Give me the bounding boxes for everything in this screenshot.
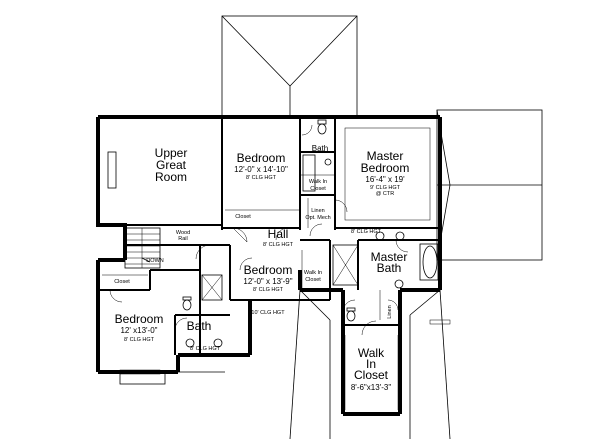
linen-label: Linen bbox=[311, 208, 324, 214]
walk-in-closet-label: Walk bbox=[358, 346, 385, 360]
closet-left-label: Closet bbox=[114, 279, 130, 285]
down-label: DOWN bbox=[146, 258, 163, 264]
walk-in-closet-label: In bbox=[366, 357, 376, 371]
roof-lines-right bbox=[436, 109, 543, 261]
walk-in-top-label: Walk In bbox=[309, 179, 327, 185]
bath-top-label: Bath bbox=[312, 144, 328, 153]
wood-rail-label: Rail bbox=[178, 236, 187, 242]
bedroom-top-ceiling: 8' CLG HGT bbox=[246, 175, 277, 181]
master-bedroom-ceiling: 9' CLG HGT bbox=[370, 185, 401, 191]
master-bedroom-label: Master bbox=[367, 149, 404, 163]
master-bath-ceiling: 8' CLG HGT bbox=[351, 229, 382, 235]
small-labels: Bath Walk In Closet Linen Opt. Mech Clos… bbox=[114, 144, 393, 352]
doors bbox=[109, 124, 409, 336]
sink-icon bbox=[375, 231, 385, 241]
sink-icon bbox=[324, 158, 332, 166]
bedroom-left-size: 12' x13'-0" bbox=[120, 326, 157, 335]
fireplace-icon bbox=[107, 151, 117, 189]
bedroom-top-label: Bedroom bbox=[237, 151, 286, 165]
master-bedroom-ceiling: @ CTR bbox=[376, 191, 394, 197]
walk-in-closet-size: 8'-6"x13'-3" bbox=[351, 383, 391, 392]
bathtub-icon bbox=[302, 154, 316, 192]
bedroom-left-ceiling: 8' CLG HGT bbox=[124, 337, 155, 343]
walk-in-mid-label: Closet bbox=[305, 277, 321, 283]
master-bath-label: Bath bbox=[377, 261, 402, 275]
roof-lines-bottom bbox=[289, 289, 451, 439]
shower-icon bbox=[201, 274, 223, 301]
walk-in-top-label: Closet bbox=[310, 186, 326, 192]
tray-ceiling-outline bbox=[344, 127, 431, 221]
master-bath-label: Master bbox=[371, 250, 408, 264]
closet-top-label: Closet bbox=[235, 214, 251, 220]
bedroom-top-size: 12'-0" x 14'-10" bbox=[234, 165, 288, 174]
exterior-walls bbox=[96, 115, 442, 416]
hall-label: Hall bbox=[268, 227, 289, 241]
sink-icon bbox=[185, 338, 195, 348]
windows bbox=[119, 319, 451, 375]
bath-lower-label: Bath bbox=[187, 319, 212, 333]
walk-in-closet-label: Closet bbox=[354, 368, 389, 382]
master-tub-icon bbox=[422, 245, 438, 279]
upper-great-room-label: Great bbox=[156, 158, 187, 172]
wood-rail-label: Wood bbox=[176, 230, 190, 236]
upper-great-room-label: Upper bbox=[155, 146, 188, 160]
upper-great-room-label: Room bbox=[155, 170, 187, 184]
master-bedroom-label: Bedroom bbox=[361, 161, 410, 175]
linen-label: Opt. Mech bbox=[305, 215, 330, 221]
linen-vertical-label: Linen bbox=[387, 305, 393, 318]
shower-icon bbox=[332, 244, 359, 286]
bedroom-mid-label: Bedroom bbox=[244, 263, 293, 277]
roof-lines-top bbox=[221, 15, 358, 118]
walk-in-mid-label: Walk In bbox=[304, 270, 322, 276]
stairs bbox=[124, 227, 161, 269]
toilet-icon bbox=[346, 310, 356, 322]
toilet-icon bbox=[182, 299, 192, 311]
toilet-icon bbox=[317, 123, 327, 135]
master-bedroom-size: 16'-4" x 19' bbox=[365, 175, 405, 184]
interior-walls bbox=[98, 117, 440, 355]
bath-lower-ceiling: 8' CLG HGT bbox=[190, 346, 221, 352]
room-labels: Upper Great Room Bedroom 12'-0" x 14'-10… bbox=[115, 146, 410, 392]
bedroom-mid-ceiling: 8' CLG HGT bbox=[253, 287, 284, 293]
bedroom-mid-size: 12'-0" x 13'-9" bbox=[243, 277, 292, 286]
ceiling-label: 10' CLG HGT bbox=[251, 310, 285, 316]
bedroom-left-label: Bedroom bbox=[115, 312, 164, 326]
fixtures bbox=[102, 119, 439, 410]
hall-ceiling: 8' CLG HGT bbox=[263, 242, 294, 248]
